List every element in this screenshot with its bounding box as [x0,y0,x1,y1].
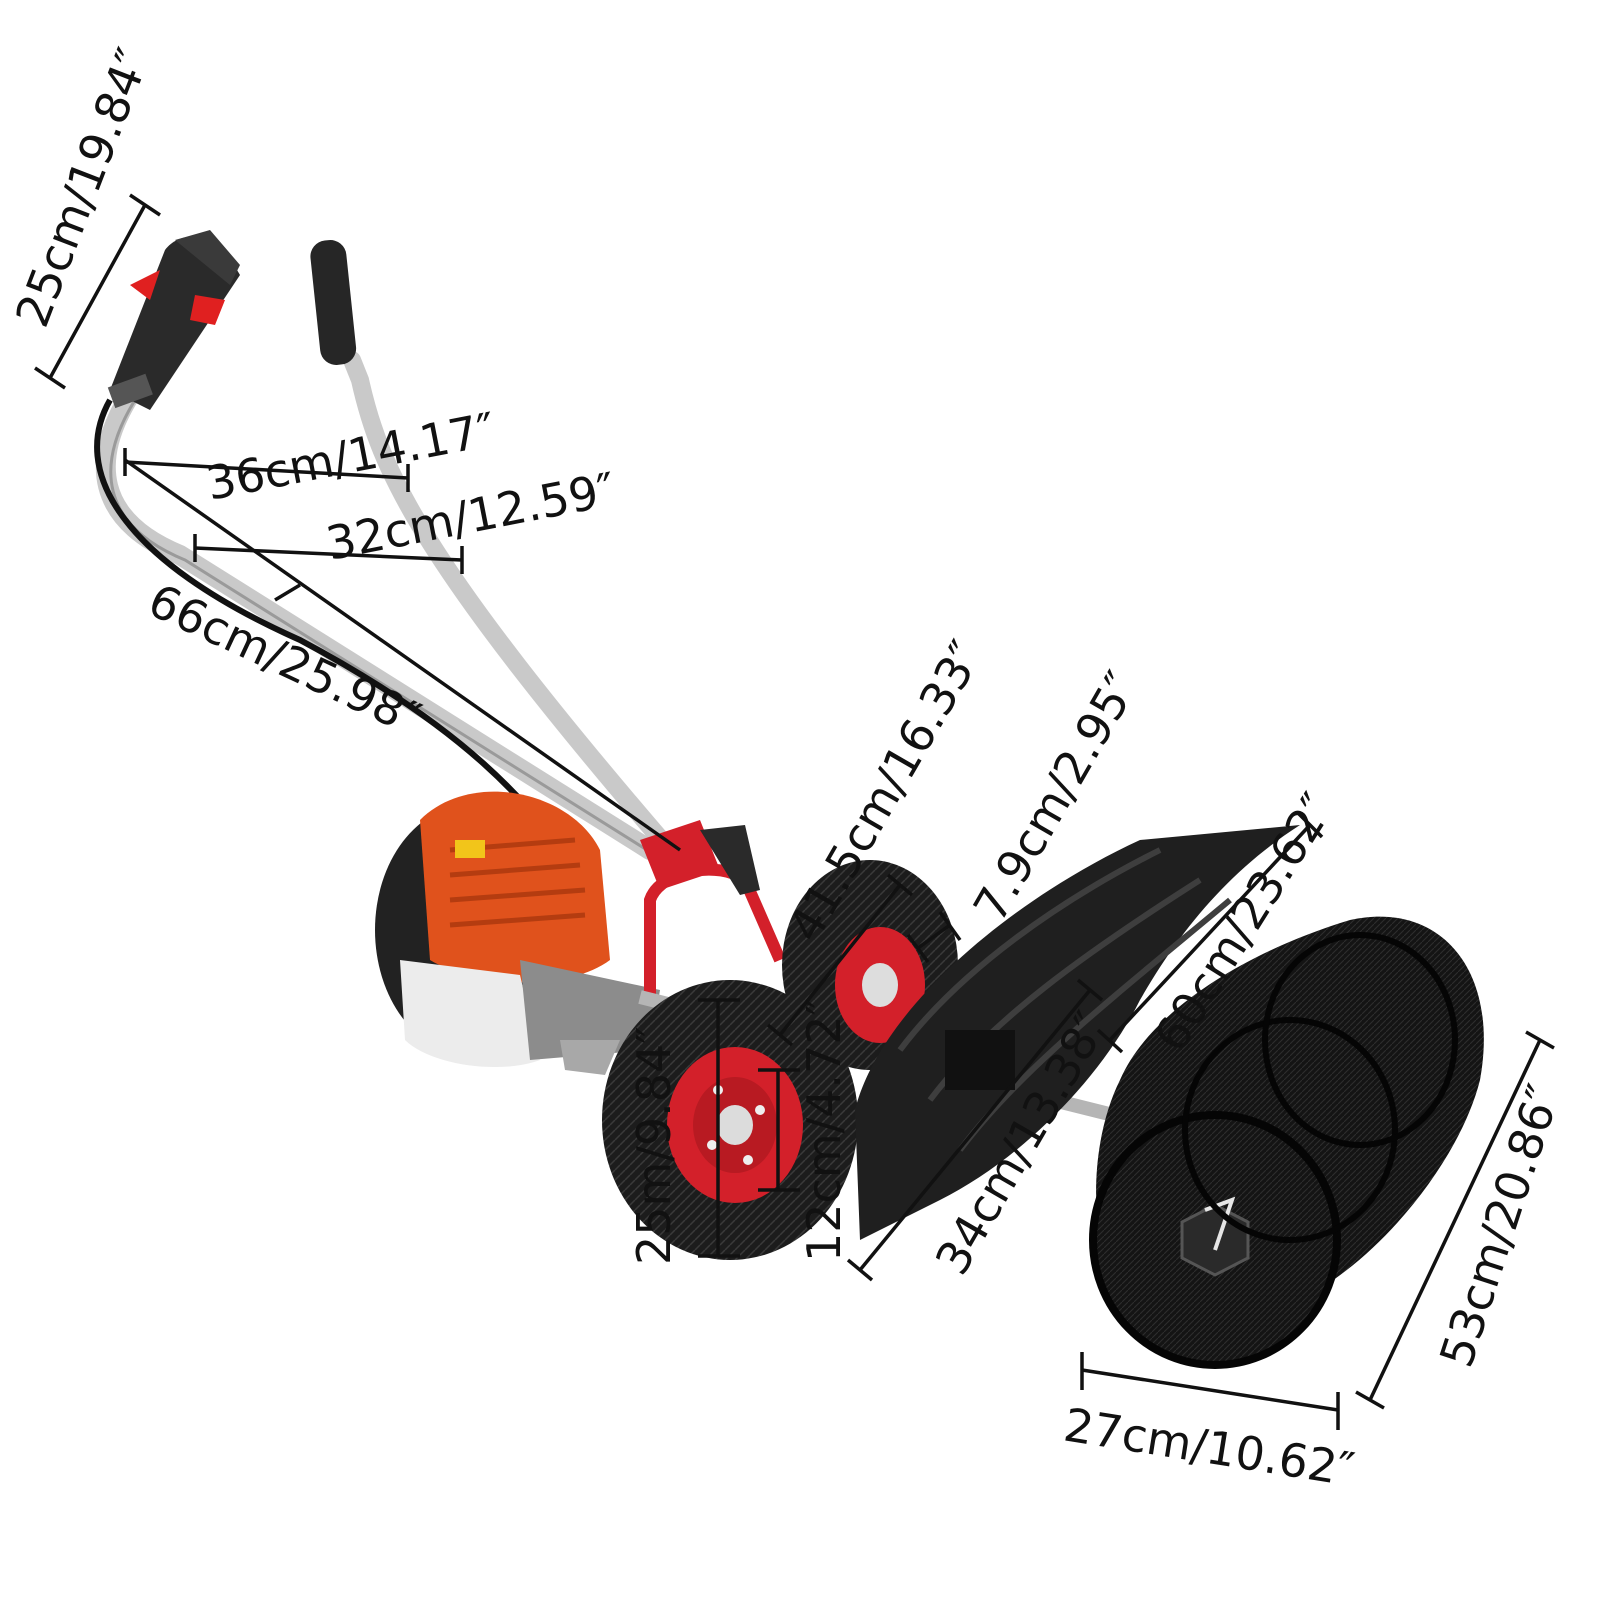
engine-icon [375,791,660,1075]
dim-handle-span-inner [193,534,464,574]
dim-handle-shaft [123,458,682,852]
throttle-grip-icon [107,230,240,410]
dim-tire-width [906,910,962,964]
dim-wheel-diameter [698,998,740,1258]
label-wheel-diameter: 25m/9.84″ [627,1027,681,1265]
wheel-frame [640,820,786,1000]
rotary-brush-icon [1089,916,1484,1369]
dim-guard-height [846,978,1104,1282]
dim-wheel-track [766,873,914,1047]
dim-grip-length [34,193,161,390]
dimension-lines [34,193,1555,1430]
handle-grip-icon [310,240,357,365]
dim-brush-length [1355,1030,1555,1410]
label-handle-shaft: 66cm/25.98″ [140,573,428,746]
dim-hub-diameter [758,1068,800,1192]
dimension-labels: 25cm/19.84″ 36cm/14.17″ 32cm/12.59″ 66cm… [5,41,1571,1497]
dim-brush-diameter [1080,1352,1340,1430]
label-hub-diameter: 12cm/4.72″ [797,998,851,1262]
sweeper-machine [94,230,1484,1369]
label-brush-diameter: 27cm/10.62″ [1060,1398,1358,1497]
dim-guard-width [1096,811,1324,1054]
